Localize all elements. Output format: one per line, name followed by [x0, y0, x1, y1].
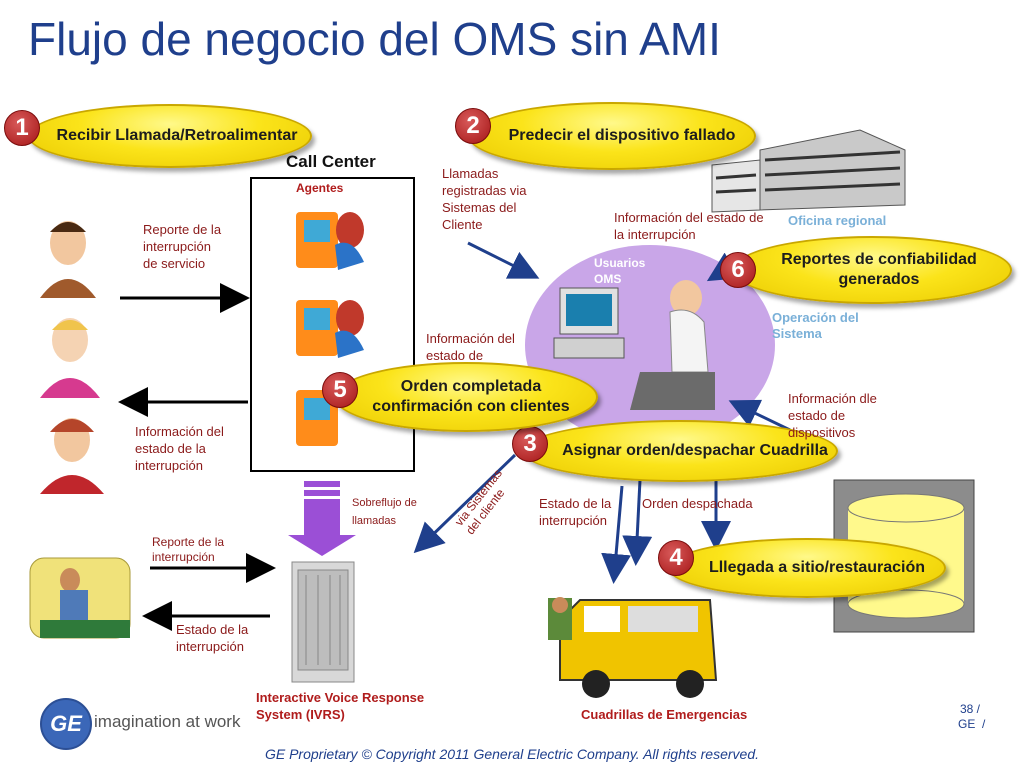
- ge-tagline: imagination at work: [94, 712, 241, 731]
- step-1-ellipse: Recibir Llamada/Retroalimentar: [28, 104, 312, 168]
- label-info-estado-de: Información del estado de: [426, 331, 515, 363]
- label-reporte-servicio: Reporte de la interrupción de servicio: [143, 222, 222, 271]
- step-6-ellipse: Reportes de confiabilidad generados: [732, 236, 1012, 304]
- agent-figure-2: [296, 300, 364, 358]
- label-estado-interrupcion: Estado de la interrupción: [176, 622, 249, 654]
- step-3-label: Asignar orden/despachar Cuadrilla: [562, 442, 828, 459]
- label-ivrs: Interactive Voice Response System (IVRS): [256, 690, 425, 722]
- label-info-estado-interrupcion: Información del estado de la interrupció…: [614, 210, 764, 242]
- caller-man: [40, 221, 96, 298]
- step-4-badge: 4: [658, 540, 694, 576]
- step-6-label: Reportes de confiabilidad generados: [781, 251, 977, 288]
- step-2-badge: 2: [455, 108, 491, 144]
- label-oficina-regional: Oficina regional: [788, 213, 887, 228]
- page-org: GE /: [958, 717, 986, 731]
- step-6-badge: 6: [720, 252, 756, 288]
- caller-woman: [40, 418, 104, 494]
- label-estado-de-la: Estado de la interrupción: [539, 496, 612, 528]
- page-title: Flujo de negocio del OMS sin AMI: [28, 13, 721, 65]
- agents-label: Agentes: [296, 181, 344, 195]
- label-reporte-interrupcion: Reporte de la interrupción: [152, 535, 225, 564]
- step-4-ellipse: Lllegada a sitio/restauración: [668, 538, 946, 598]
- step-5-badge: 5: [322, 372, 358, 408]
- label-info-dle-estado: Información dle estado de dispositivos: [788, 391, 877, 440]
- label-info-estado: Información del estado de la interrupció…: [135, 424, 224, 473]
- oms-workstation: [553, 280, 715, 410]
- copyright-footer: GE Proprietary © Copyright 2011 General …: [264, 746, 760, 762]
- overflow-arrow: [288, 481, 356, 556]
- ge-logo-icon: GE: [40, 698, 92, 750]
- step-5-ellipse: Orden completada confirmación con client…: [334, 362, 598, 432]
- step-1-badge: 1: [4, 110, 40, 146]
- step-1-label: Recibir Llamada/Retroalimentar: [56, 127, 298, 144]
- label-orden-despachada: Orden despachada: [642, 496, 753, 511]
- step-3-ellipse: Asignar orden/despachar Cuadrilla: [522, 420, 838, 482]
- call-center-title: Call Center: [286, 152, 376, 171]
- caller-armchair: [29, 557, 131, 639]
- step-4-label: Lllegada a sitio/restauración: [708, 559, 926, 576]
- step-3-badge: 3: [512, 426, 548, 462]
- step-5-label: Orden completada confirmación con client…: [372, 378, 570, 415]
- step-2-ellipse: Predecir el dispositivo fallado: [468, 102, 756, 170]
- label-sobreflujo: Sobreflujo de llamadas: [352, 497, 417, 527]
- label-llamadas-registradas: Llamadas registradas via Sistemas del Cl…: [442, 166, 527, 232]
- label-operacion-sistema: Operación del Sistema: [772, 310, 859, 341]
- emergency-truck: [548, 597, 718, 698]
- agent-figure-3: [296, 390, 338, 446]
- page-number: 38 /: [960, 702, 981, 716]
- regional-office-building: [711, 129, 906, 213]
- label-cuadrillas: Cuadrillas de Emergencias: [581, 707, 748, 722]
- agent-figure-1: [296, 212, 364, 270]
- ivrs-rack: [291, 561, 355, 683]
- step-2-label: Predecir el dispositivo fallado: [508, 127, 736, 144]
- caller-boy: [40, 318, 100, 398]
- label-usuarios-oms: Usuarios OMS: [594, 256, 646, 286]
- call-center-box: [250, 177, 415, 472]
